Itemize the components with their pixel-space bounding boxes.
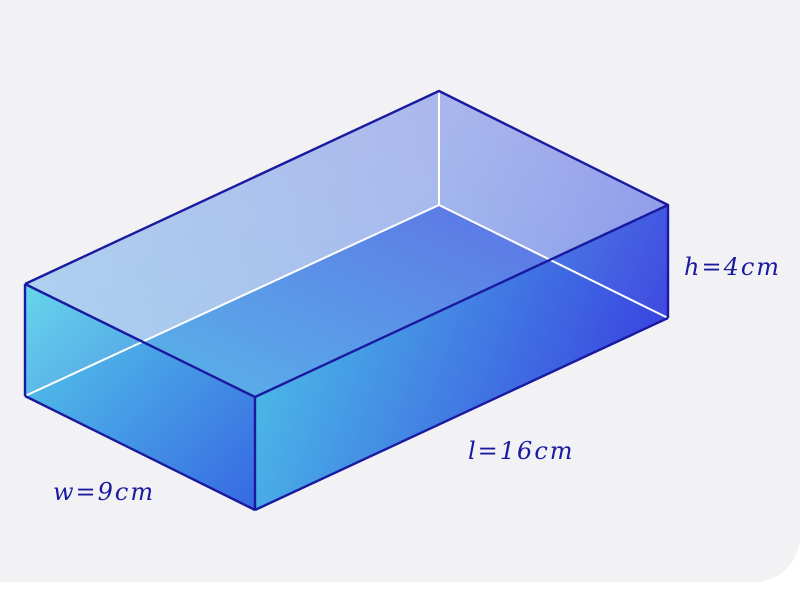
- prism-front-face: [255, 205, 668, 510]
- label-length: l=16cm: [468, 437, 575, 465]
- hidden-edge-back-left: [24, 204, 440, 397]
- edge-bottom-front: [254, 316, 669, 512]
- prism-top-face: [25, 91, 668, 397]
- label-width: w=9cm: [53, 478, 155, 506]
- paper-curl: [0, 540, 800, 600]
- visible-edges: [23, 89, 670, 512]
- hidden-edge-back-right: [438, 204, 669, 319]
- hidden-edges: [24, 91, 669, 397]
- edge-bottom-left: [24, 394, 256, 512]
- label-height: h=4cm: [684, 253, 781, 281]
- prism-left-face: [25, 284, 255, 510]
